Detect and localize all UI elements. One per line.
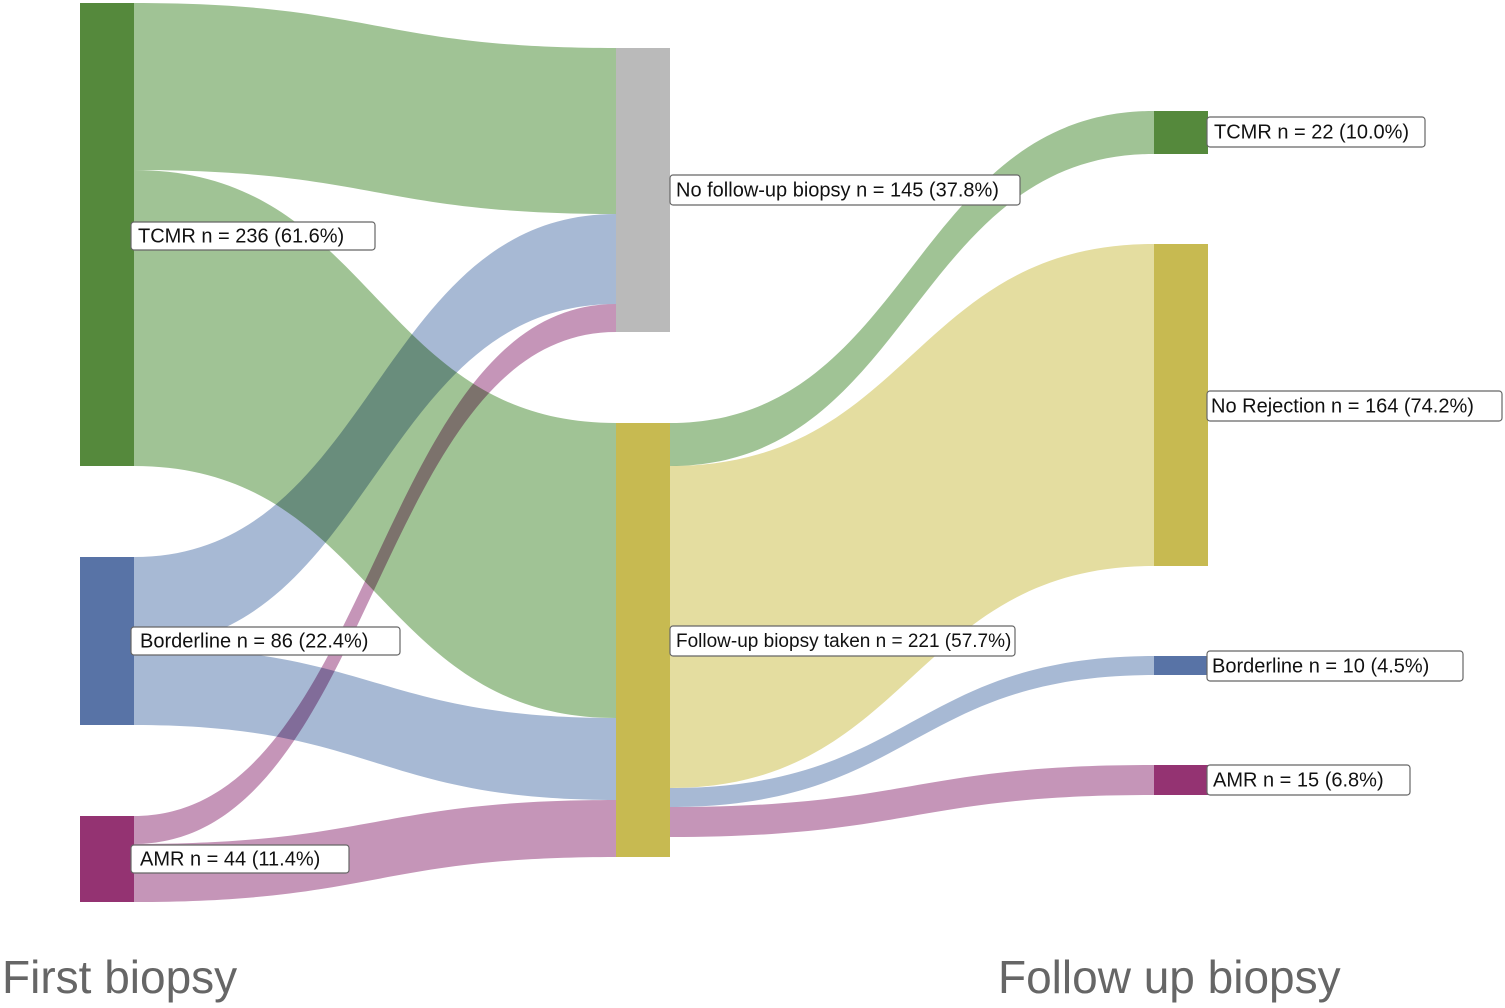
flow-followup-to-amr [670, 765, 1154, 837]
flow-borderline-to-followup [134, 647, 616, 800]
label-text-amr-first: AMR n = 44 (11.4%) [140, 848, 320, 870]
node-bar-amr-first [80, 816, 134, 902]
label-tcmr-first: TCMR n = 236 (61.6%) [130, 221, 376, 251]
flow-followup-to-no-rejection [670, 244, 1154, 788]
label-text-no-rejection: No Rejection n = 164 (74.2%) [1211, 395, 1474, 417]
node-bar-no-followup [616, 48, 670, 332]
label-no-followup: No follow-up biopsy n = 145 (37.8%) [669, 174, 1021, 206]
label-text-followup-taken: Follow-up biopsy taken n = 221 (57.7%) [676, 631, 1011, 652]
flow-followup-to-tcmr [670, 111, 1154, 466]
label-no-rejection: No Rejection n = 164 (74.2%) [1206, 390, 1503, 422]
sankey-labels: TCMR n = 236 (61.6%) Borderline n = 86 (… [130, 116, 1503, 874]
node-bar-followup-taken [616, 423, 670, 857]
flow-tcmr-to-no-followup [134, 3, 616, 214]
node-bar-borderline-follow [1154, 656, 1208, 675]
node-bar-no-rejection [1154, 244, 1208, 566]
sankey-flows [134, 3, 1154, 902]
label-borderline-first: Borderline n = 86 (22.4%) [130, 626, 401, 656]
node-bar-tcmr-follow [1154, 111, 1208, 154]
flow-amr-to-followup [134, 800, 616, 902]
stage-label-follow-up-biopsy: Follow up biopsy [998, 951, 1341, 1003]
stage-label-first-biopsy: First biopsy [2, 951, 238, 1003]
node-bar-tcmr-first [80, 3, 134, 466]
label-text-amr-follow: AMR n = 15 (6.8%) [1213, 769, 1384, 791]
flow-tcmr-to-followup [134, 170, 616, 718]
label-followup-taken: Follow-up biopsy taken n = 221 (57.7%) [669, 625, 1016, 657]
node-bar-borderline-first [80, 557, 134, 725]
label-text-tcmr-follow: TCMR n = 22 (10.0%) [1214, 121, 1409, 143]
node-bar-amr-follow [1154, 765, 1208, 795]
label-text-borderline-first: Borderline n = 86 (22.4%) [140, 630, 368, 652]
label-text-no-followup: No follow-up biopsy n = 145 (37.8%) [676, 179, 999, 201]
label-amr-first: AMR n = 44 (11.4%) [130, 844, 350, 874]
flow-followup-to-borderline [670, 656, 1154, 807]
label-borderline-follow: Borderline n = 10 (4.5%) [1206, 650, 1464, 682]
sankey-nodes [80, 3, 1208, 902]
label-amr-follow: AMR n = 15 (6.8%) [1206, 764, 1411, 796]
label-text-tcmr-first: TCMR n = 236 (61.6%) [138, 225, 344, 247]
label-text-borderline-follow: Borderline n = 10 (4.5%) [1212, 655, 1429, 677]
label-tcmr-follow: TCMR n = 22 (10.0%) [1206, 116, 1426, 148]
